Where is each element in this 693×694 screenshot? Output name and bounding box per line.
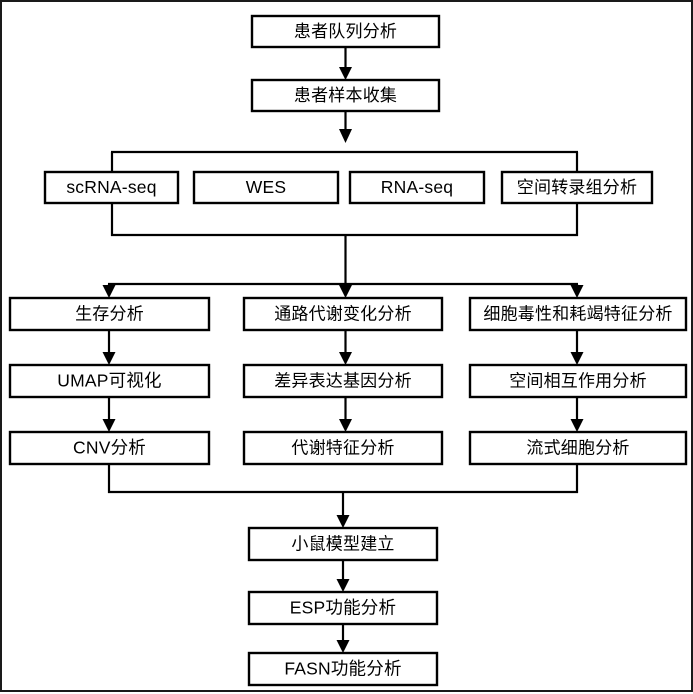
node-flowcyto-label: 流式细胞分析 bbox=[526, 438, 629, 457]
connector-to-cytotox bbox=[570, 285, 584, 298]
node-samples[interactable]: 患者样本收集 bbox=[250, 78, 441, 113]
node-esp[interactable]: ESP功能分析 bbox=[247, 590, 439, 626]
node-metabolic[interactable]: 代谢特征分析 bbox=[242, 430, 444, 466]
node-mouse-label: 小鼠模型建立 bbox=[291, 534, 394, 553]
node-mouse[interactable]: 小鼠模型建立 bbox=[247, 526, 439, 562]
node-degenes-label: 差异表达基因分析 bbox=[274, 371, 412, 390]
connector-umap-to-cnv bbox=[102, 397, 116, 432]
node-cohort[interactable]: 患者队列分析 bbox=[250, 14, 441, 49]
node-survival-label: 生存分析 bbox=[75, 304, 144, 323]
node-esp-label: ESP功能分析 bbox=[290, 598, 396, 618]
connector-samples-to-assay-bar bbox=[339, 111, 352, 143]
node-cytotox-label: 细胞毒性和耗竭特征分析 bbox=[483, 304, 672, 323]
connector-survival-to-umap bbox=[102, 330, 116, 365]
connector-esp-to-fasn bbox=[336, 624, 350, 653]
node-cohort-label: 患者队列分析 bbox=[294, 22, 397, 41]
connector-to-survival bbox=[102, 285, 116, 298]
node-spatial-label: 空间转录组分析 bbox=[517, 178, 637, 197]
node-rnaseq[interactable]: RNA-seq bbox=[348, 170, 486, 205]
connector-cytotox-to-spatialint bbox=[570, 330, 584, 365]
connector-mouse-to-esp bbox=[336, 560, 350, 592]
connector-spatialint-to-flowcyto bbox=[570, 397, 584, 432]
node-cnv[interactable]: CNV分析 bbox=[8, 430, 211, 466]
connector-pathway-to-degenes bbox=[339, 330, 352, 365]
node-cytotox[interactable]: 细胞毒性和耗竭特征分析 bbox=[468, 296, 688, 332]
node-pathway-label: 通路代谢变化分析 bbox=[274, 304, 412, 323]
node-wes[interactable]: WES bbox=[192, 170, 340, 205]
node-fasn-label: FASN功能分析 bbox=[284, 659, 401, 679]
node-scrnaseq-label: scRNA-seq bbox=[66, 177, 156, 197]
node-spatialint[interactable]: 空间相互作用分析 bbox=[468, 363, 688, 399]
connector-to-pathway bbox=[339, 285, 352, 298]
connector-merge-to-mouse bbox=[336, 492, 350, 528]
node-degenes[interactable]: 差异表达基因分析 bbox=[242, 363, 444, 399]
node-wes-label: WES bbox=[246, 177, 286, 197]
connector-layer bbox=[102, 47, 584, 653]
node-spatialint-label: 空间相互作用分析 bbox=[509, 371, 647, 390]
node-samples-label: 患者样本收集 bbox=[294, 86, 397, 105]
node-survival[interactable]: 生存分析 bbox=[8, 296, 211, 332]
node-metabolic-label: 代谢特征分析 bbox=[291, 438, 394, 457]
node-umap[interactable]: UMAP可视化 bbox=[8, 363, 211, 399]
node-fasn[interactable]: FASN功能分析 bbox=[247, 651, 439, 687]
node-layer: 患者队列分析 患者样本收集 scRNA-seq WES RNA-seq 空间转录 bbox=[8, 14, 688, 687]
node-spatial[interactable]: 空间转录组分析 bbox=[500, 170, 654, 205]
node-pathway[interactable]: 通路代谢变化分析 bbox=[242, 296, 444, 332]
node-umap-label: UMAP可视化 bbox=[57, 371, 161, 391]
node-rnaseq-label: RNA-seq bbox=[381, 177, 453, 197]
connector-degenes-to-metabolic bbox=[339, 397, 352, 432]
node-cnv-label: CNV分析 bbox=[73, 438, 146, 458]
connector-assay-distribution-bar bbox=[110, 150, 579, 172]
connector-cohort-to-samples bbox=[339, 47, 352, 80]
node-flowcyto[interactable]: 流式细胞分析 bbox=[468, 430, 688, 466]
node-scrnaseq[interactable]: scRNA-seq bbox=[43, 170, 180, 205]
